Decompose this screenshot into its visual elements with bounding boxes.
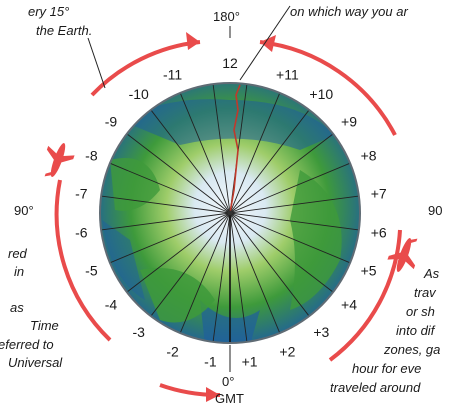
zone-boundary-line	[229, 212, 333, 292]
zone-label: -5	[85, 262, 98, 278]
svg-text:on which way you ar: on which way you ar	[290, 4, 408, 19]
zone-label: -4	[105, 296, 118, 312]
zone-label: +7	[371, 185, 387, 201]
zone-label: -8	[85, 148, 98, 164]
zone-boundary-line	[229, 110, 309, 214]
gmt-label: GMT	[215, 391, 244, 406]
svg-text:As: As	[423, 266, 440, 281]
zone-label: -9	[105, 114, 118, 130]
zone-boundary-line	[212, 85, 231, 214]
zone-boundary-line	[229, 163, 350, 214]
earth-globe	[99, 82, 361, 344]
zone-boundary-line	[110, 212, 231, 263]
degree-0-label: 0°	[222, 374, 234, 389]
zone-label: +4	[341, 296, 357, 312]
zone-label: -7	[75, 185, 88, 201]
caption-top-left: ery 15° the Earth.	[28, 4, 106, 89]
airplane-left-icon	[44, 143, 75, 177]
international-date-line	[229, 84, 241, 214]
caption-top-right: on which way you ar	[239, 4, 408, 81]
zone-label: -11	[163, 66, 182, 82]
zone-boundary-line	[229, 212, 248, 341]
ring-arrow-top-right	[260, 35, 276, 52]
zone-boundary-line	[110, 163, 231, 214]
zone-boundary-line	[151, 110, 231, 214]
svg-text:red: red	[8, 246, 28, 261]
caption-right: As trav or sh into dif zones, ga hour fo…	[330, 266, 440, 395]
degree-90-left-label: 90°	[14, 203, 34, 218]
svg-text:Universal: Universal	[8, 355, 63, 370]
svg-text:trav: trav	[414, 285, 437, 300]
zone-label: +2	[279, 344, 295, 360]
svg-text:hour for eve: hour for eve	[352, 361, 421, 376]
svg-text:zones, ga: zones, ga	[383, 342, 440, 357]
zone-boundary-line	[229, 134, 333, 214]
degree-90-right-label: 90	[428, 203, 442, 218]
land-region-bottom	[140, 268, 215, 323]
zone-boundary-line	[229, 212, 358, 231]
zone-boundary-line	[212, 212, 231, 341]
zone-boundary-line	[127, 134, 231, 214]
zone-label: -1	[204, 354, 217, 370]
land-region-left	[110, 158, 160, 211]
zone-label: +10	[309, 86, 333, 102]
zone-label: +1	[242, 354, 258, 370]
zone-labels: -1 -2 -3 -4 -5 -6 -7 -8 -9 -10 -11 +1 +2 +3 +4 +5 +6 +7 +8…	[75, 55, 387, 370]
svg-text:Time: Time	[30, 318, 59, 333]
caption-left: red in as Time eferred to Universal	[0, 246, 63, 370]
zone-boundary-line	[229, 195, 358, 214]
svg-text:as: as	[10, 300, 24, 315]
zone-label: +11	[276, 66, 299, 82]
ring-arrow-bottom	[206, 387, 220, 402]
zone-boundary-line	[180, 212, 231, 333]
ocean-region-top	[120, 99, 335, 150]
ring-arrow-top-left	[186, 32, 200, 50]
land-region-right	[290, 170, 342, 310]
airplane-right-icon	[387, 238, 418, 272]
zone-boundary-line	[229, 212, 350, 263]
ocean-region-left	[102, 220, 145, 300]
zone-label: -10	[129, 86, 149, 102]
zone-boundary-line	[151, 212, 231, 316]
degree-180-label: 180°	[213, 9, 240, 24]
zone-boundary-line	[102, 212, 231, 231]
zone-label: +9	[341, 114, 357, 130]
svg-text:ery 15°: ery 15°	[28, 4, 69, 19]
svg-text:the Earth.: the Earth.	[36, 23, 92, 38]
zone-label: -3	[132, 324, 145, 340]
zone-label: 12	[222, 55, 238, 71]
svg-text:into dif: into dif	[396, 323, 436, 338]
zone-label: -6	[75, 225, 88, 241]
zone-label: +3	[313, 324, 329, 340]
zone-boundary-line	[102, 195, 231, 214]
zone-label: -2	[166, 344, 179, 360]
zone-label: +6	[371, 225, 387, 241]
svg-text:in: in	[14, 264, 24, 279]
zone-boundary-line	[127, 212, 231, 292]
zone-boundary-line	[180, 93, 231, 214]
zone-label: +5	[361, 262, 377, 278]
zone-boundary-line	[229, 212, 280, 333]
zone-boundary-line	[229, 212, 309, 316]
zone-boundary-line	[229, 93, 280, 214]
svg-text:eferred to: eferred to	[0, 337, 54, 352]
travel-ring	[54, 32, 402, 402]
zone-label: +8	[361, 148, 377, 164]
svg-text:or sh: or sh	[406, 304, 435, 319]
svg-text:traveled around: traveled around	[330, 380, 421, 395]
